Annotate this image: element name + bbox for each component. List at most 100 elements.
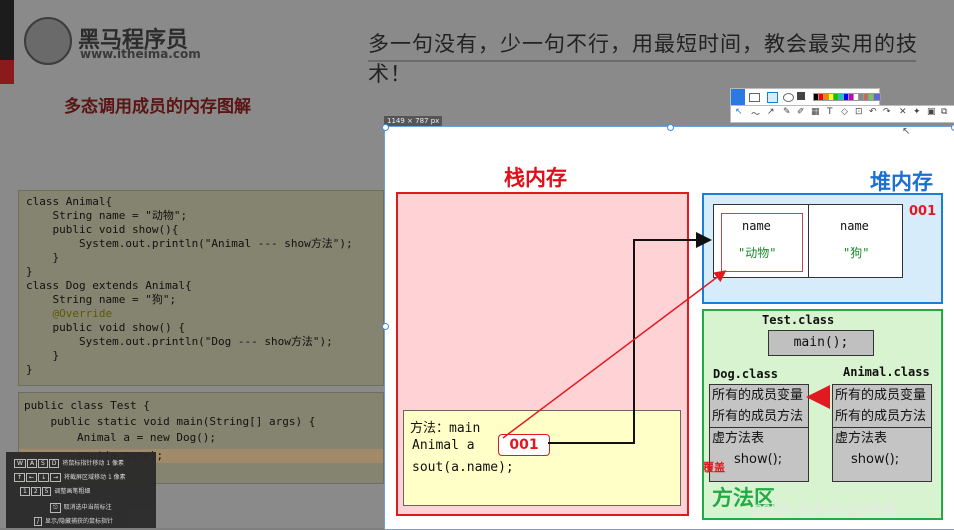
code-line: @Override	[26, 307, 113, 320]
object-divider	[808, 204, 809, 278]
dog-class-box: 所有的成员变量 所有的成员方法 虚方法表 show();	[709, 384, 809, 482]
brand-logo-icon	[24, 17, 72, 65]
key-cap: D	[48, 459, 60, 468]
override-note: 覆盖	[703, 461, 725, 474]
field-value-parent: "动物"	[738, 246, 777, 260]
code-line: }	[26, 265, 33, 278]
key-cap: /	[34, 517, 43, 526]
animal-vtable: 虚方法表	[833, 427, 931, 449]
code-line: Animal a = new Dog();	[24, 431, 217, 444]
color-swatch[interactable]	[873, 93, 881, 101]
animal-vtable-show: show();	[851, 452, 900, 467]
rectangle-tool-icon[interactable]	[749, 93, 760, 102]
key-cap: W	[14, 459, 26, 468]
key-cap: ←	[26, 473, 38, 482]
dog-class-label: Dog.class	[713, 367, 779, 381]
undo-icon[interactable]: ↶	[869, 107, 877, 117]
save-icon[interactable]: ▣	[927, 107, 936, 117]
mouse-icon: ⎋	[50, 503, 61, 513]
annotation-rectangle[interactable]	[721, 213, 803, 272]
ellipse-tool-icon[interactable]	[783, 93, 794, 102]
key-cap: S	[38, 459, 48, 468]
key-cap: 5	[41, 487, 52, 496]
animal-member-vars: 所有的成员变量	[835, 388, 927, 403]
code-line: System.out.println("Dog --- show方法");	[26, 335, 333, 348]
slide-title: 多态调用成员的内存图解	[64, 97, 251, 117]
lock-icon[interactable]: ⊡	[855, 107, 863, 117]
code-line: public class Test {	[24, 399, 150, 412]
frame-method-label: 方法：main	[410, 421, 481, 436]
shortcut-label: 将截屏区域移动 1 像素	[64, 474, 126, 481]
code-line: public void show(){	[26, 223, 179, 236]
field-access-arrow	[502, 270, 727, 439]
freehand-icon[interactable]: 〜	[751, 110, 761, 120]
resize-handle[interactable]	[382, 124, 389, 131]
brand-url: www.itheima.com	[80, 47, 201, 61]
key-cap: →	[50, 473, 62, 482]
code-line: class Animal{	[26, 195, 113, 208]
dog-member-vars: 所有的成员变量	[712, 388, 804, 403]
slogan-underline	[368, 60, 916, 62]
eraser-icon[interactable]: ◇	[841, 107, 848, 117]
frame-statement: sout(a.name);	[412, 460, 514, 475]
close-icon[interactable]: ✕	[899, 107, 907, 117]
mosaic-icon[interactable]: ▦	[811, 107, 820, 117]
field-name-parent: name	[742, 219, 771, 233]
marker-icon[interactable]: ✐	[797, 107, 805, 117]
key-cap: ↑	[14, 473, 26, 482]
pin-to-screen-icon[interactable]: ✦	[913, 107, 921, 117]
field-name-child: name	[840, 219, 869, 233]
reference-arrow	[548, 232, 712, 444]
dog-vtable-show: show();	[734, 452, 783, 467]
slide-edge-dark	[0, 0, 14, 60]
resize-handle[interactable]	[667, 124, 674, 131]
snip-shape-toolbar	[730, 88, 881, 106]
shortcut-row: / 显示/隐藏捕获的鼠标指针	[34, 516, 113, 526]
key-cap: A	[26, 459, 38, 468]
code-line: String name = "动物";	[26, 209, 188, 222]
mouse-pointer-icon: ↖	[902, 126, 911, 137]
fill-swatch-icon[interactable]	[797, 92, 805, 100]
heap-memory-title: 堆内存	[870, 170, 933, 194]
dog-member-methods: 所有的成员方法	[712, 409, 804, 424]
selection-size-tag: 1149 × 787 px	[384, 116, 443, 126]
arrow-tool-icon[interactable]: ↖	[735, 107, 743, 117]
rectangle-outline-icon[interactable]	[767, 92, 778, 103]
pin-icon[interactable]	[731, 89, 745, 105]
key-cap: 2	[30, 487, 41, 496]
key-cap: 1	[20, 487, 30, 496]
slide-edge-red	[0, 60, 14, 84]
animal-member-methods: 所有的成员方法	[835, 409, 927, 424]
key-cap: ↓	[38, 473, 50, 482]
code-line: class Dog extends Animal{	[26, 279, 192, 292]
line-tool-icon[interactable]: ↗	[767, 107, 775, 117]
resize-handle[interactable]	[382, 323, 389, 330]
code-line: }	[26, 251, 60, 264]
frame-variable: Animal a	[412, 438, 475, 453]
reference-address: 001	[498, 434, 550, 456]
slide-slogan: 多一句没有，少一句不行，用最短时间，教会最实用的技术！	[368, 32, 918, 86]
copy-icon[interactable]: ⧉	[941, 107, 948, 117]
resize-handle[interactable]	[951, 124, 954, 131]
code-line: System.out.println("Animal --- show方法");	[26, 237, 353, 250]
animal-class-label: Animal.class	[843, 365, 930, 379]
watermark: CSDN @JAVA小白兔兔	[752, 503, 898, 519]
animal-class-box: 所有的成员变量 所有的成员方法 虚方法表 show();	[832, 384, 932, 482]
code-block-classes: class Animal{ String name = "动物"; public…	[18, 190, 384, 386]
test-main-method: main();	[768, 330, 874, 356]
shortcut-row: ↑←↓→ 将截屏区域移动 1 像素	[14, 472, 126, 482]
code-line: }	[26, 349, 60, 362]
code-line: }	[26, 363, 33, 376]
shortcut-label: 显示/隐藏捕获的鼠标指针	[44, 518, 113, 525]
method-area-title: 方法区	[712, 486, 775, 510]
stack-memory-title: 栈内存	[504, 166, 567, 190]
redo-icon[interactable]: ↷	[883, 107, 891, 117]
brand-name: 黑马程序员	[78, 28, 189, 53]
text-tool-icon[interactable]: T	[827, 107, 833, 117]
pen-icon[interactable]: ✎	[783, 107, 791, 117]
field-value-child: "狗"	[843, 246, 870, 260]
